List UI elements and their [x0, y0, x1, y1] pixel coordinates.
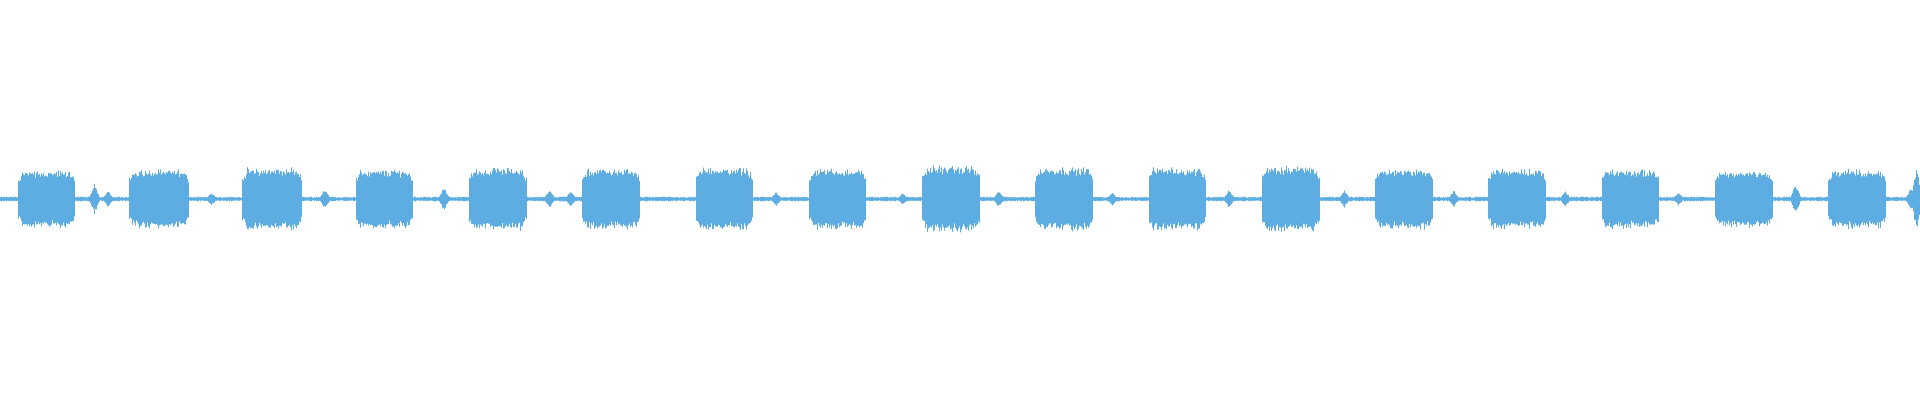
waveform-bars [0, 165, 1920, 233]
